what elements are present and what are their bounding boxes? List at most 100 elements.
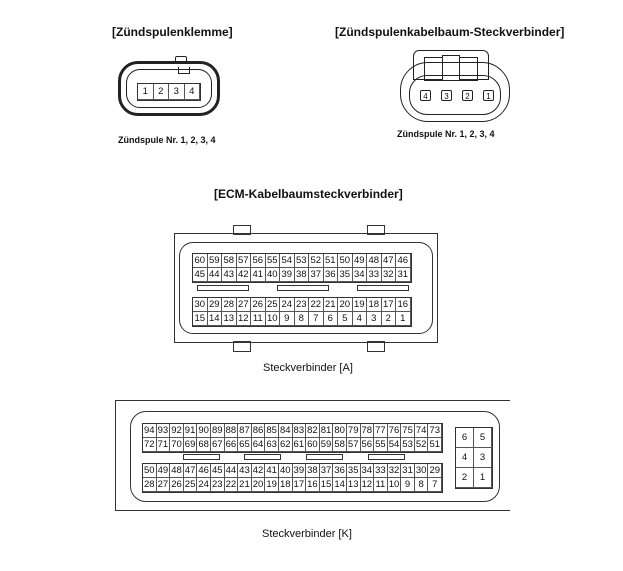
pin-67: 67	[210, 438, 225, 452]
pin-30: 30	[414, 464, 429, 478]
pin-3: 3	[367, 312, 382, 326]
pin-22: 22	[309, 298, 324, 312]
pin-15: 15	[319, 478, 334, 492]
pin-60: 60	[193, 254, 208, 268]
pin-18: 18	[278, 478, 293, 492]
pin-49: 49	[352, 254, 367, 268]
pin-2: 2	[381, 312, 396, 326]
pin-54: 54	[387, 438, 402, 452]
pin-45: 45	[193, 268, 208, 282]
pin-82: 82	[306, 424, 320, 438]
pin-6: 6	[456, 428, 474, 448]
connector-k-key	[183, 454, 220, 460]
pin-81: 81	[319, 424, 334, 438]
pin-47: 47	[381, 254, 396, 268]
pin-31: 31	[401, 464, 415, 478]
coil-terminal-caption: Zündspule Nr. 1, 2, 3, 4	[118, 135, 216, 145]
pin-79: 79	[346, 424, 361, 438]
pin-9: 9	[280, 312, 295, 326]
pin-87: 87	[238, 424, 252, 438]
pin-92: 92	[170, 424, 184, 438]
pin-15: 15	[193, 312, 208, 326]
connector-a-label: Steckverbinder [A]	[263, 362, 353, 374]
pin-83: 83	[292, 424, 307, 438]
pin-34: 34	[352, 268, 367, 282]
coil-harness-housing	[400, 62, 510, 122]
pin-18: 18	[367, 298, 382, 312]
pin-73: 73	[428, 424, 443, 438]
pin-29: 29	[428, 464, 443, 478]
pin-46: 46	[197, 464, 211, 478]
pin-7: 7	[428, 478, 443, 492]
pin-34: 34	[360, 464, 375, 478]
pin-17: 17	[292, 478, 307, 492]
pin-6: 6	[323, 312, 338, 326]
pin-5: 5	[474, 428, 492, 448]
pin-32: 32	[387, 464, 402, 478]
pin-43: 43	[238, 464, 252, 478]
pin-41: 41	[265, 464, 279, 478]
pin-50: 50	[338, 254, 353, 268]
pin-94: 94	[143, 424, 157, 438]
pin-80: 80	[333, 424, 347, 438]
pin-55: 55	[374, 438, 388, 452]
pin-21: 21	[238, 478, 252, 492]
pin-44: 44	[224, 464, 239, 478]
pin-12: 12	[360, 478, 375, 492]
pin-13: 13	[346, 478, 361, 492]
pin-74: 74	[414, 424, 429, 438]
pin-13: 13	[222, 312, 237, 326]
pin-62: 62	[278, 438, 293, 452]
pin-91: 91	[183, 424, 198, 438]
pin-56: 56	[251, 254, 266, 268]
pin-22: 22	[224, 478, 239, 492]
pin-28: 28	[222, 298, 237, 312]
pin-63: 63	[265, 438, 279, 452]
pin-26: 26	[170, 478, 184, 492]
connector-a-tab	[367, 341, 385, 352]
pin-8: 8	[414, 478, 429, 492]
pin-16: 16	[306, 478, 320, 492]
pin-52: 52	[414, 438, 429, 452]
pin-40: 40	[278, 464, 293, 478]
coil-harness-caption: Zündspule Nr. 1, 2, 3, 4	[397, 129, 495, 139]
pin-65: 65	[238, 438, 252, 452]
connector-a-key	[357, 285, 409, 291]
pin-1: 1	[483, 90, 494, 101]
pin-5: 5	[338, 312, 353, 326]
pin-60: 60	[306, 438, 320, 452]
pin-25: 25	[265, 298, 280, 312]
pin-77: 77	[374, 424, 388, 438]
pin-3: 3	[441, 90, 452, 101]
pin-1: 1	[138, 84, 154, 100]
connector-a-housing	[174, 233, 438, 343]
pin-39: 39	[292, 464, 307, 478]
pin-43: 43	[222, 268, 237, 282]
pin-24: 24	[280, 298, 295, 312]
pin-47: 47	[183, 464, 198, 478]
pin-58: 58	[333, 438, 347, 452]
pin-46: 46	[396, 254, 411, 268]
pin-88: 88	[224, 424, 239, 438]
pin-21: 21	[323, 298, 338, 312]
pin-3: 3	[169, 84, 185, 100]
pin-35: 35	[338, 268, 353, 282]
pin-39: 39	[280, 268, 295, 282]
pin-45: 45	[210, 464, 225, 478]
pin-48: 48	[367, 254, 382, 268]
pin-51: 51	[323, 254, 338, 268]
pin-32: 32	[381, 268, 396, 282]
connector-k-label: Steckverbinder [K]	[262, 528, 352, 540]
pin-1: 1	[474, 468, 492, 488]
pin-57: 57	[236, 254, 251, 268]
connector-a-tab	[233, 225, 251, 235]
connector-a-tab	[367, 225, 385, 235]
pin-78: 78	[360, 424, 375, 438]
pin-36: 36	[333, 464, 347, 478]
connector-k-key	[306, 454, 343, 460]
pin-93: 93	[156, 424, 171, 438]
